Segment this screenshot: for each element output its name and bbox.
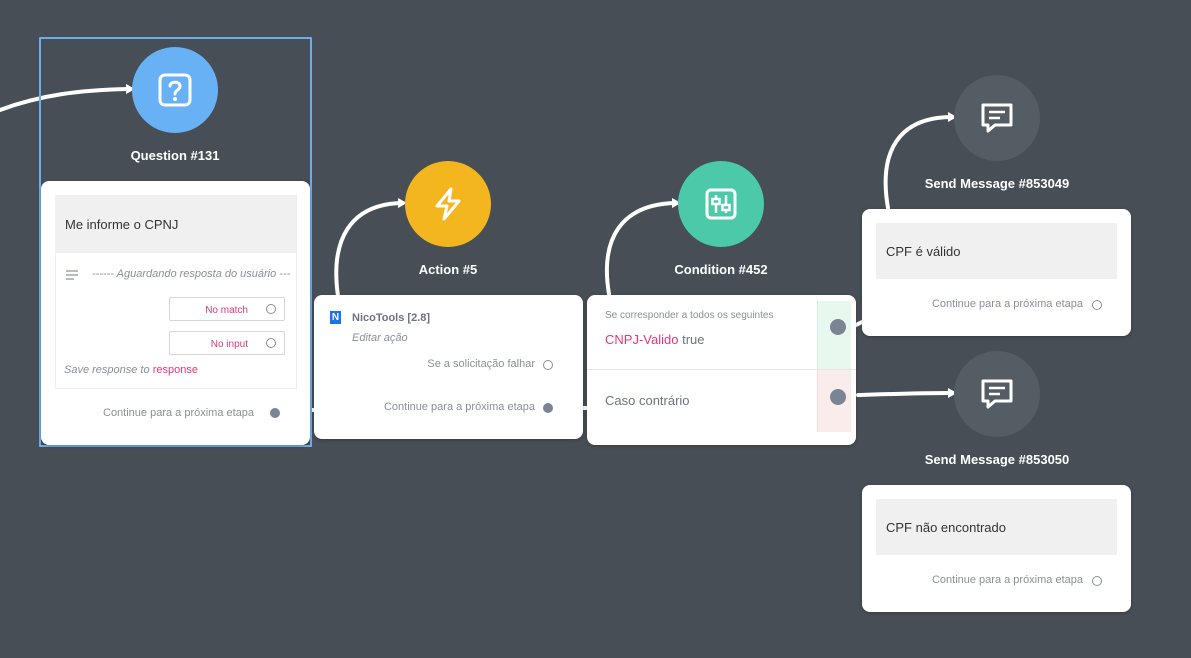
question-mark-icon xyxy=(158,73,192,107)
message1-node-card[interactable]: CPF é válido Continue para a próxima eta… xyxy=(862,209,1131,336)
message1-node-icon-circle[interactable] xyxy=(954,75,1040,161)
no-input-output[interactable]: No input xyxy=(169,331,285,355)
message1-node-title: Send Message #853049 xyxy=(924,176,1070,191)
match-all-label: Se corresponder a todos os seguintes xyxy=(605,310,774,321)
question-prompt[interactable]: Me informe o CPNJ xyxy=(55,195,296,253)
message1-continue-port[interactable] xyxy=(1092,300,1102,310)
message2-node-title: Send Message #853050 xyxy=(924,452,1070,467)
chat-message-icon xyxy=(981,379,1013,409)
no-match-output[interactable]: No match xyxy=(169,297,285,321)
question-node-card[interactable]: Me informe o CPNJ ------ Aguardando resp… xyxy=(41,181,310,445)
condition-true-port[interactable] xyxy=(830,319,846,335)
edge-action-condition xyxy=(604,201,676,296)
waiting-response-label: ------ Aguardando resposta do usuário --… xyxy=(92,268,291,280)
save-response-label: Save response to xyxy=(64,364,150,376)
request-fail-port[interactable] xyxy=(543,360,553,370)
action-continue-port[interactable] xyxy=(543,403,553,413)
condition-else-label[interactable]: Caso contrário xyxy=(605,393,690,408)
no-input-port[interactable] xyxy=(266,338,276,348)
condition-else-port[interactable] xyxy=(830,389,846,405)
condition-value: true xyxy=(682,332,705,347)
condition-true-port-area xyxy=(817,301,851,369)
text-lines-icon xyxy=(66,270,78,280)
edit-action-link[interactable]: Editar ação xyxy=(352,332,408,344)
message2-text[interactable]: CPF não encontrado xyxy=(876,499,1117,555)
condition-expression: CNPJ-Valido true xyxy=(605,332,704,347)
action-node-title: Action #5 xyxy=(418,262,478,277)
message2-continue-label: Continue para a próxima etapa xyxy=(931,574,1083,586)
condition-node-card[interactable]: Se corresponder a todos os seguintes CNP… xyxy=(587,295,856,445)
save-response-variable[interactable]: response xyxy=(152,364,198,376)
filter-sliders-icon xyxy=(705,188,737,220)
action-continue-label: Continue para a próxima etapa xyxy=(383,401,535,413)
message2-node-card[interactable]: CPF não encontrado Continue para a próxi… xyxy=(862,485,1131,612)
chat-message-icon xyxy=(981,103,1013,133)
lightning-icon xyxy=(435,187,461,221)
no-input-label: No input xyxy=(210,339,248,350)
edge-question-action xyxy=(334,201,402,298)
message1-text[interactable]: CPF é válido xyxy=(876,223,1117,279)
edge-condition-message2 xyxy=(856,391,952,397)
save-response-row: Save response to response xyxy=(64,364,198,376)
message2-continue-port[interactable] xyxy=(1092,576,1102,586)
question-continue-label: Continue para a próxima etapa xyxy=(103,407,255,419)
nicotools-badge-icon: N xyxy=(330,311,341,324)
message2-node-icon-circle[interactable] xyxy=(954,351,1040,437)
message1-continue-label: Continue para a próxima etapa xyxy=(931,298,1083,310)
question-node-selection[interactable] xyxy=(39,37,312,447)
question-node-icon-circle[interactable] xyxy=(132,47,218,133)
action-node-card[interactable]: N NicoTools [2.8] Editar ação Se a solic… xyxy=(314,295,583,439)
no-match-port[interactable] xyxy=(266,304,276,314)
question-node-title: Question #131 xyxy=(130,148,220,163)
condition-variable[interactable]: CNPJ-Valido xyxy=(605,332,679,347)
action-tool-name: NicoTools [2.8] xyxy=(352,312,431,324)
request-fail-label: Se a solicitação falhar xyxy=(427,358,535,370)
edge-condition-message1 xyxy=(883,115,952,210)
no-match-label: No match xyxy=(205,305,248,316)
question-continue-port[interactable] xyxy=(270,408,280,418)
condition-divider xyxy=(587,369,856,370)
action-node-icon-circle[interactable] xyxy=(405,161,491,247)
condition-node-title: Condition #452 xyxy=(674,262,768,277)
condition-node-icon-circle[interactable] xyxy=(678,161,764,247)
